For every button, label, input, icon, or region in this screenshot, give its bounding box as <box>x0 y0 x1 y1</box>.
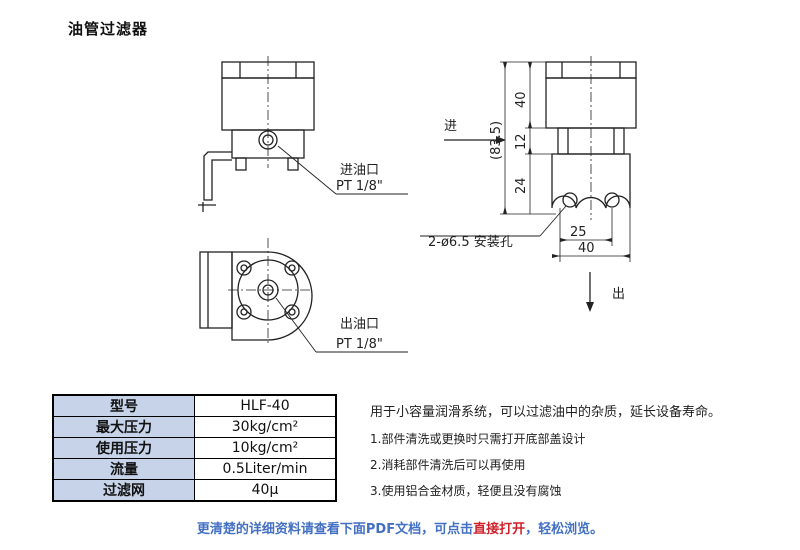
open-pdf-link[interactable]: 直接打开 <box>473 522 526 537</box>
pdf-notice-suffix: ，轻松浏览。 <box>525 522 604 537</box>
dim-overall: (83.5) <box>489 121 504 160</box>
product-summary: 用于小容量润滑系统，可以过滤油中的杂质，延长设备寿命。 <box>370 405 722 420</box>
mount-hole-label: 2-ø6.5 安装孔 <box>428 235 513 250</box>
spec-value: HLF-40 <box>194 394 337 417</box>
spec-table: 型号 HLF-40 最大压力 30kg/cm² 使用压力 10kg/cm² 流量… <box>52 394 337 502</box>
spec-value: 40μ <box>194 479 337 502</box>
table-row: 过滤网 40μ <box>52 479 337 502</box>
flow-in-label: 进 <box>444 119 457 134</box>
pdf-notice-text: 更清楚的详细资料请查看下面PDF文档，可点击 <box>196 522 474 537</box>
table-row: 型号 HLF-40 <box>52 394 337 417</box>
page-title: 油管过滤器 <box>68 20 149 38</box>
table-row: 流量 0.5Liter/min <box>52 458 337 480</box>
dim-width: 40 <box>578 241 595 256</box>
dim-24: 24 <box>514 177 529 194</box>
inlet-label: 进油口 <box>340 163 379 178</box>
outlet-thread: PT 1/8" <box>336 337 383 352</box>
dim-25: 25 <box>570 225 587 240</box>
spec-key: 过滤网 <box>52 479 195 502</box>
spec-value: 0.5Liter/min <box>194 458 337 480</box>
table-row: 最大压力 30kg/cm² <box>52 416 337 438</box>
filter-technical-drawing: 进油口 PT 1/8" 出油口 PT 1/8" 进 出 2-ø6.5 安装孔 2… <box>198 56 637 353</box>
spec-key: 使用压力 <box>52 437 195 459</box>
feature-item: 1.部件清洗或更换时只需打开底部盖设计 <box>370 432 586 446</box>
spec-value: 10kg/cm² <box>194 437 337 459</box>
spec-key: 流量 <box>52 458 195 480</box>
spec-key: 型号 <box>52 394 195 417</box>
dim-12: 12 <box>514 133 529 150</box>
table-row: 使用压力 10kg/cm² <box>52 437 337 459</box>
spec-key: 最大压力 <box>52 416 195 438</box>
dim-40: 40 <box>514 91 529 108</box>
feature-item: 3.使用铝合金材质，轻便且没有腐蚀 <box>370 484 562 498</box>
outlet-label: 出油口 <box>340 317 379 332</box>
spec-value: 30kg/cm² <box>194 416 337 438</box>
feature-item: 2.消耗部件清洗后可以再使用 <box>370 458 526 472</box>
inlet-thread: PT 1/8" <box>336 179 383 194</box>
flow-out-label: 出 <box>612 287 625 302</box>
pdf-notice: 更清楚的详细资料请查看下面PDF文档，可点击直接打开，轻松浏览。 <box>0 518 800 537</box>
